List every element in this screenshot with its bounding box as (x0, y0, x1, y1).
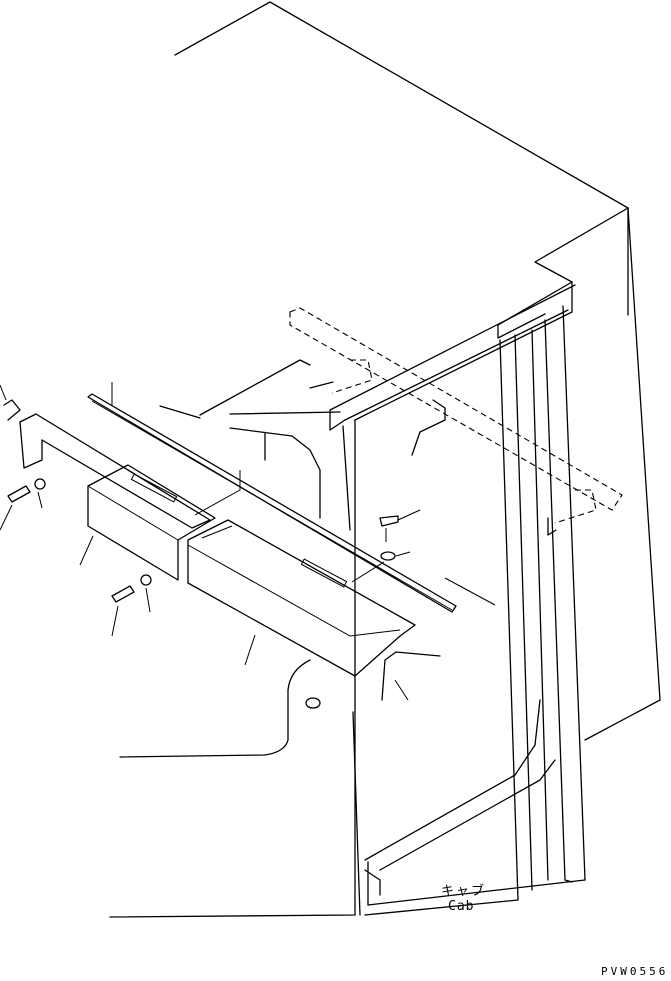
bolt-washer-middle (111, 574, 152, 637)
long-strip (87, 382, 496, 613)
drawing-code: PVW0556 (601, 965, 669, 978)
cab-label-english: Cab (448, 899, 475, 914)
bolt-washer-left (0, 478, 46, 531)
cab-body (109, 1, 661, 918)
leader-lines (79, 535, 256, 666)
left-cover (87, 464, 241, 581)
wire-hook (381, 651, 441, 701)
bolt-washer-right (351, 509, 421, 583)
right-cover (187, 519, 416, 677)
door-frame (364, 305, 586, 916)
hidden-rail (289, 307, 623, 524)
left-bracket (0, 384, 211, 529)
cab-label-japanese: キャブ (441, 884, 487, 899)
upper-rail (309, 284, 576, 536)
